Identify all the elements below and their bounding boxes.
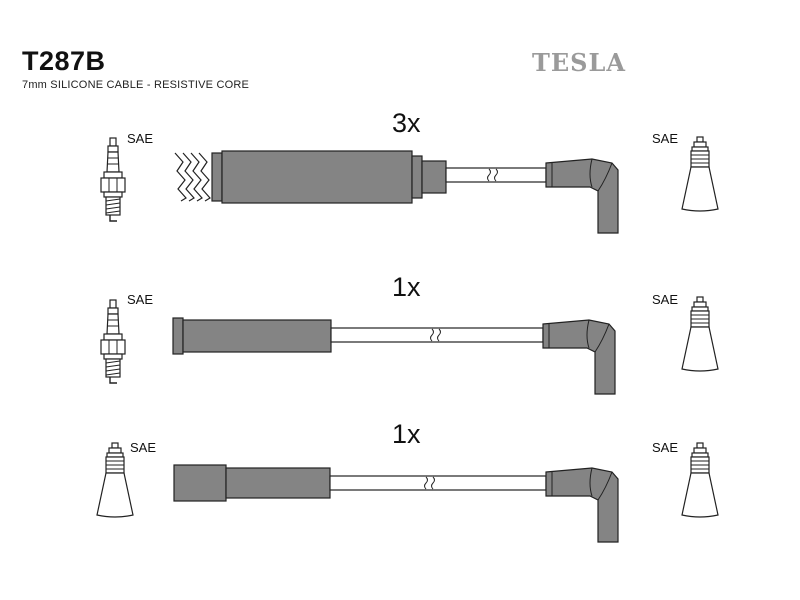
brand-logo: TESLA	[532, 48, 626, 77]
lead-2-quantity: 1x	[392, 272, 421, 302]
lead-1-spring-icon	[174, 152, 211, 202]
lead-2-left-label: SAE	[127, 292, 154, 307]
lead-3-right-label: SAE	[652, 440, 679, 455]
lead-1-left-label: SAE	[127, 131, 154, 146]
lead-3-left-label: SAE	[130, 440, 157, 455]
lead-1-quantity: 3x	[392, 108, 421, 138]
lead-3-angled-boot	[545, 467, 619, 543]
lead-1-coil-terminal-icon	[681, 136, 719, 212]
lead-3-quantity: 1x	[392, 419, 421, 449]
cable-description: 7mm SILICONE CABLE - RESISTIVE CORE	[22, 79, 250, 91]
lead-3-left-boot	[173, 464, 227, 502]
lead-2-left-boot	[182, 319, 332, 353]
part-number: T287B	[22, 46, 106, 76]
lead-3-cable	[329, 475, 547, 491]
lead-3-coil-terminal-icon	[681, 442, 719, 518]
lead-2-spark-plug-icon	[100, 299, 126, 384]
lead-2-right-label: SAE	[652, 292, 679, 307]
lead-3	[96, 442, 719, 543]
lead-1-angled-boot	[545, 158, 619, 234]
lead-2	[100, 296, 719, 395]
lead-2-angled-boot	[542, 319, 616, 395]
lead-1	[100, 136, 719, 234]
lead-1-spark-plug-icon	[100, 137, 126, 222]
lead-3-left-terminal-icon	[96, 442, 134, 518]
lead-1-right-label: SAE	[652, 131, 679, 146]
lead-2-coil-terminal-icon	[681, 296, 719, 372]
lead-1-left-boot	[221, 150, 413, 204]
